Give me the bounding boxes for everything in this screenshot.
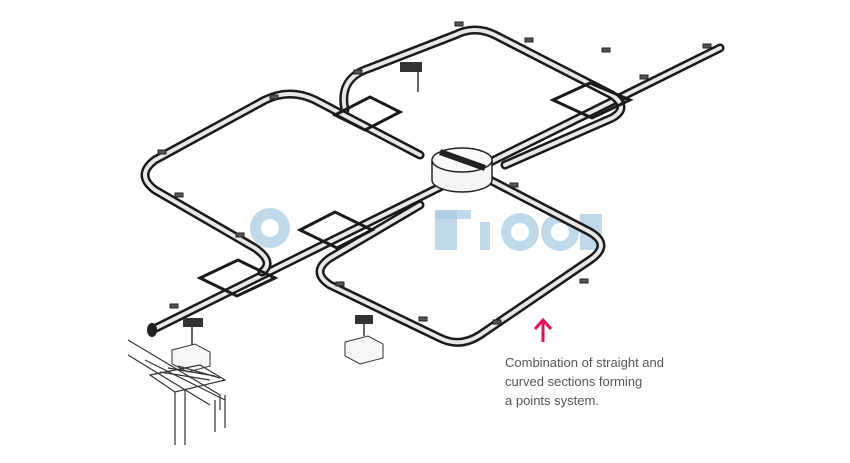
diagram-caption: Combination of straight and curved secti… (505, 353, 705, 410)
carrier-hook-upper (400, 62, 422, 92)
caption-line: a points system. (505, 393, 599, 408)
upper-loop-track (339, 25, 626, 170)
turntable-hub (431, 147, 493, 193)
caption-line: Combination of straight and (505, 355, 664, 370)
left-loop-track (140, 89, 425, 277)
arrow-up-icon (533, 317, 553, 342)
roller-conveyor (127, 339, 227, 445)
caption-line: curved sections forming (505, 374, 643, 389)
rail-clips (157, 21, 712, 325)
main-straight-track (147, 43, 725, 337)
carrier-load-middle (344, 315, 384, 365)
carrier-load-left (171, 318, 211, 373)
switch-frames (196, 81, 634, 298)
lower-right-loop-track (315, 175, 606, 347)
